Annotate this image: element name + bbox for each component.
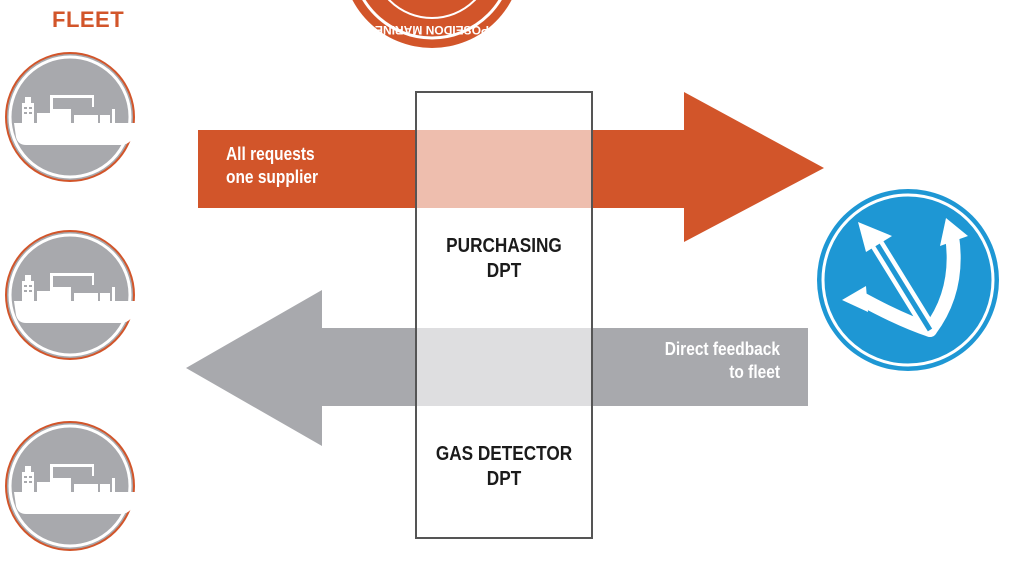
requests-line-2: one supplier <box>226 166 319 187</box>
gas-detector-department-label: GAS DETECTOR DPT <box>428 442 579 492</box>
fleet-vessel-2 <box>5 230 140 360</box>
feedback-line-1: Direct feedback <box>664 339 780 359</box>
gas-detector-line-1: GAS DETECTOR <box>435 443 573 465</box>
svg-text:POSEIDON MARINE: POSEIDON MARINE <box>375 23 489 37</box>
purchasing-line-1: PURCHASING <box>446 235 562 257</box>
fleet-vessel-1 <box>5 52 140 182</box>
feedback-overlay <box>416 328 592 406</box>
feedback-flow-label: Direct feedback to fleet <box>625 338 780 383</box>
fleet-heading: FLEET <box>52 7 125 32</box>
requests-line-1: All requests <box>226 144 315 164</box>
purchasing-line-2: DPT <box>486 260 522 282</box>
feedback-line-2: to fleet <box>729 361 780 382</box>
trident-logo-icon <box>814 186 1002 374</box>
stamp-logo-icon: POSEIDON MARINE <box>352 0 512 48</box>
requests-flow-label: All requests one supplier <box>226 143 318 188</box>
fleet-vessel-3 <box>5 421 140 551</box>
request-overlay <box>416 130 592 208</box>
purchasing-department-label: PURCHASING DPT <box>428 234 579 284</box>
department-box <box>415 91 593 539</box>
gas-detector-line-2: DPT <box>486 468 522 490</box>
